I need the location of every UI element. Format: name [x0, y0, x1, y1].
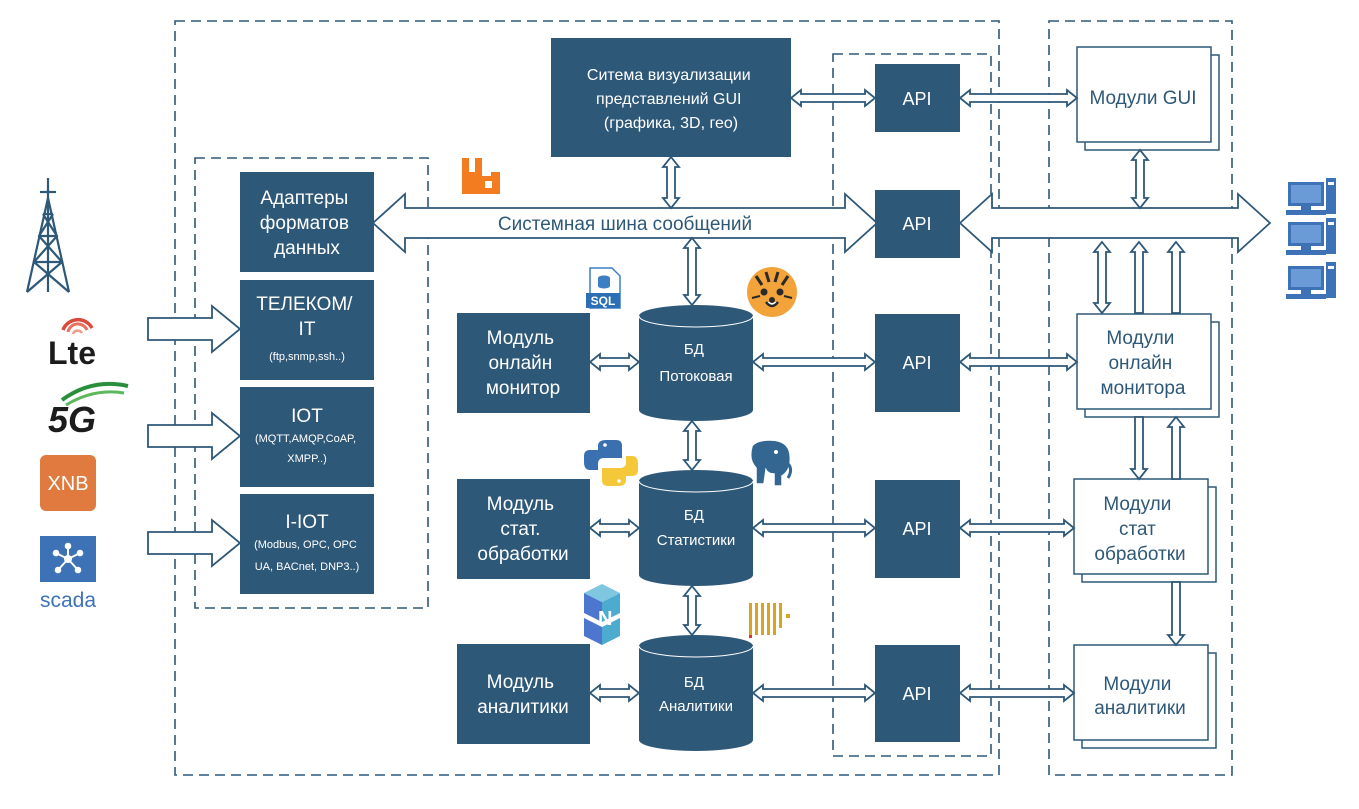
- stat-processing-modules-label: Модули стат обработки: [1094, 494, 1185, 565]
- api-label-gui: API: [902, 89, 931, 109]
- client-modules-frame: [1048, 20, 1233, 776]
- online-monitor-module-label: Модуль онлайн монитор: [486, 328, 560, 399]
- api-box-gui: [875, 64, 960, 132]
- api-stat-modules-connector: [958, 518, 1076, 538]
- computer-icon: [1286, 262, 1336, 299]
- stream-db-api-connector: [751, 352, 877, 372]
- stat-processing-module-label: Модуль стат. обработки: [477, 494, 568, 565]
- gui-modules-bus-connector: [1130, 148, 1150, 210]
- api-online-modules-connector: [958, 352, 1079, 372]
- visualization-system-box: [551, 38, 791, 157]
- iot-adapter-title: IOT: [291, 406, 323, 427]
- data-formats-adapter-box: [240, 172, 374, 272]
- analytics-modules-label: Модули аналитики: [1094, 674, 1186, 719]
- api-layer-frame: [832, 53, 992, 757]
- visualization-system-label: Ситема визуализации представлений GUI (г…: [587, 67, 755, 132]
- gui-modules-stack: [1076, 46, 1220, 151]
- visualization-bus-connector: [661, 155, 681, 210]
- svg-text:5G: 5G: [48, 399, 96, 440]
- analytics-module-label: Модуль аналитики: [477, 672, 569, 718]
- online-monitor-modules-stack: [1076, 313, 1220, 418]
- stats-analytics-db-connector: [682, 584, 702, 637]
- iiot-input-arrow: [147, 518, 242, 568]
- numpy-icon: N: [584, 584, 620, 645]
- xnb-logo: XNB: [40, 455, 96, 511]
- radio-tower-icon: [25, 178, 71, 293]
- python-icon: [584, 440, 638, 486]
- svg-text:XNB: XNB: [47, 473, 88, 495]
- api-box-stats: [875, 480, 960, 578]
- computer-icon: [1286, 178, 1336, 215]
- api-label-bus: API: [902, 214, 931, 234]
- client-bus-arrow: [958, 191, 1272, 255]
- stat-processing-module-box: [457, 479, 590, 579]
- message-bus-label: Системная шина сообщений: [498, 214, 752, 235]
- scada-logo: scada: [40, 536, 96, 612]
- analytics-modules-stack: [1073, 644, 1217, 749]
- telecom-adapter-protocols: (ftp,snmp,ssh..): [269, 351, 345, 363]
- online-to-stat-connector: [1129, 416, 1149, 481]
- api-box-bus: [875, 190, 960, 258]
- sql-file-icon: SQL: [586, 267, 621, 309]
- bus-stream-db-connector: [682, 236, 702, 307]
- api-label-stats: API: [902, 519, 931, 539]
- iot-adapter-box: [240, 387, 374, 487]
- online-modules-bus-up-connector: [1129, 240, 1149, 314]
- stat-to-analytics-connector: [1166, 581, 1186, 647]
- analytics-database-cylinder: [638, 635, 754, 751]
- stream-stats-db-connector: [682, 419, 702, 472]
- svg-text:SQL: SQL: [591, 294, 616, 308]
- postgresql-elephant-icon: [749, 439, 793, 487]
- online-monitor-module-box: [457, 313, 590, 413]
- online-modules-bus-up-connector-2: [1166, 240, 1186, 314]
- analytics-database-label: БД Аналитики: [659, 674, 733, 715]
- adapters-frame: [194, 157, 429, 609]
- stats-database-cylinder: [638, 470, 754, 586]
- stats-db-api-connector: [751, 518, 877, 538]
- online-monitor-modules-label: Модули онлайн монитора: [1101, 328, 1186, 399]
- iiot-adapter-title: I-IOT: [285, 512, 329, 533]
- iiot-adapter-box: [240, 494, 374, 594]
- stat-to-online-connector: [1166, 415, 1186, 480]
- api-analytics-modules-connector: [958, 683, 1076, 703]
- rabbitmq-icon: [462, 158, 500, 194]
- online-module-db-connector: [588, 352, 641, 372]
- svg-text:scada: scada: [40, 589, 96, 612]
- connector-arrows: [588, 88, 1186, 703]
- 5g-logo: 5G: [48, 381, 129, 440]
- api-box-stream: [875, 314, 960, 412]
- svg-text:Lte: Lte: [48, 335, 96, 371]
- data-formats-adapter-label: Адаптеры форматов данных: [260, 188, 354, 259]
- core-platform-frame: [174, 20, 1000, 776]
- tiger-icon: [747, 267, 797, 317]
- analytics-module-db-connector: [588, 683, 641, 703]
- computer-icons-group: [1286, 178, 1336, 299]
- iiot-adapter-protocols: (Modbus, OPC, OPC UA, BACnet, DNP3..): [254, 539, 360, 573]
- stat-processing-modules-stack: [1073, 478, 1217, 583]
- stats-database-label: БД Статистики: [657, 507, 736, 549]
- svg-text:N: N: [598, 608, 612, 630]
- telecom-input-arrow: [147, 304, 242, 354]
- analytics-module-box: [457, 644, 590, 744]
- telecom-adapter-box: [240, 280, 374, 380]
- iot-input-arrow: [147, 411, 242, 461]
- analytics-db-api-connector: [751, 683, 877, 703]
- bar-db-icon: [749, 603, 790, 638]
- computer-icon: [1286, 218, 1336, 255]
- stat-module-db-connector: [588, 518, 641, 538]
- api-label-stream: API: [902, 353, 931, 373]
- api-gui-modules-connector: [958, 88, 1079, 108]
- lte-logo: Lte: [48, 317, 96, 371]
- api-label-analytics: API: [902, 684, 931, 704]
- stream-database-label: БД Потоковая: [659, 341, 732, 385]
- iot-adapter-protocols: (MQTT,AMQP,CoAP, XMPP..): [255, 433, 359, 465]
- visualization-api-connector: [789, 88, 877, 108]
- telecom-adapter-title: ТЕЛЕКОМ/ IT: [256, 294, 357, 340]
- bus-online-modules-connector: [1092, 240, 1112, 315]
- api-box-analytics: [875, 645, 960, 742]
- gui-modules-label: Модули GUI: [1089, 88, 1196, 109]
- stream-database-cylinder: [638, 305, 754, 421]
